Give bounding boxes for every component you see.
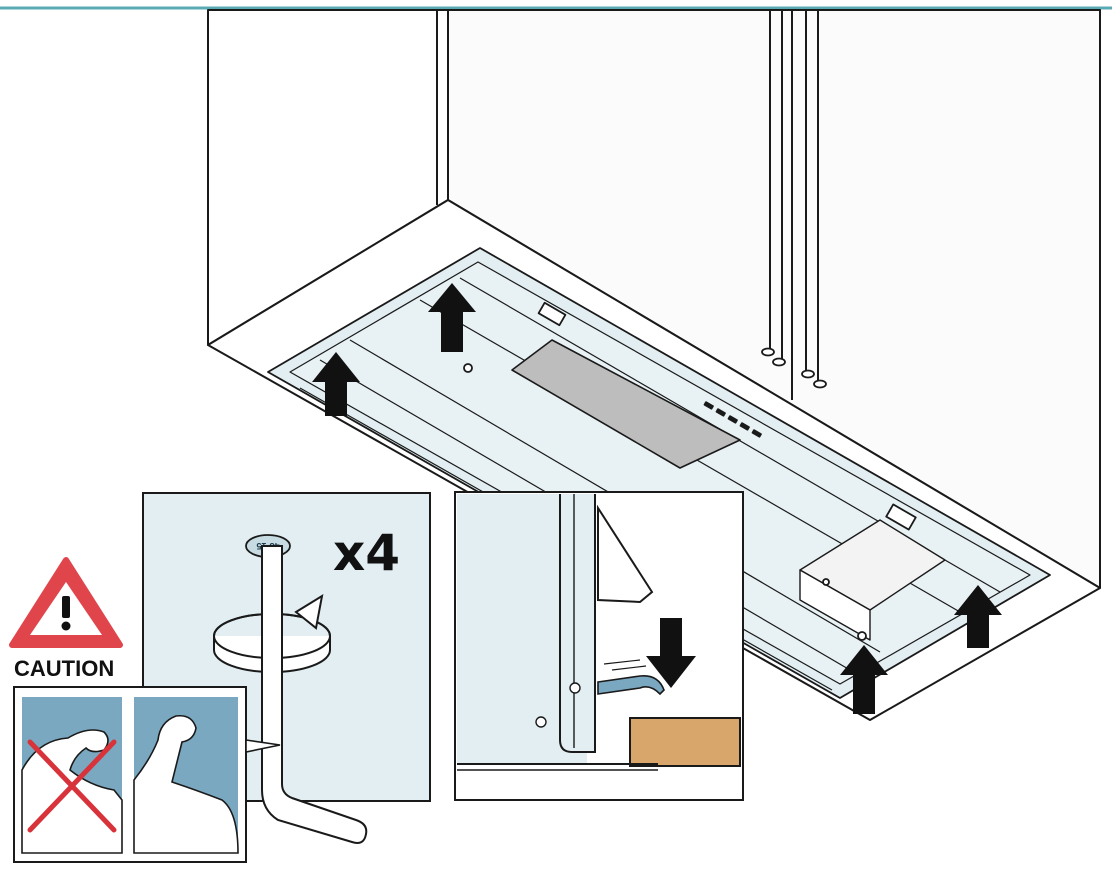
cabinet-edges: [436, 10, 819, 400]
warning-triangle-icon: [9, 557, 123, 648]
detail-panel-clamp: [454, 491, 744, 801]
up-arrow-icon: [954, 585, 1002, 648]
caution-label: CAUTION: [14, 656, 114, 681]
caution-panel: [13, 686, 281, 863]
up-arrow-icon: [840, 645, 888, 714]
multiplier-label: x4: [333, 524, 400, 582]
down-arrow-icon: [646, 618, 696, 688]
hex-key-icon: [261, 545, 368, 844]
detail-panel-hex-key: 43-15 x4: [142, 492, 431, 844]
control-strip: [703, 401, 762, 438]
up-arrow-icon: [428, 283, 476, 352]
pipe-ends: [761, 347, 827, 389]
crossed-out-icon: [27, 739, 117, 833]
up-arrow-icon: [312, 352, 360, 416]
flexed-arm-icon: [133, 714, 239, 854]
